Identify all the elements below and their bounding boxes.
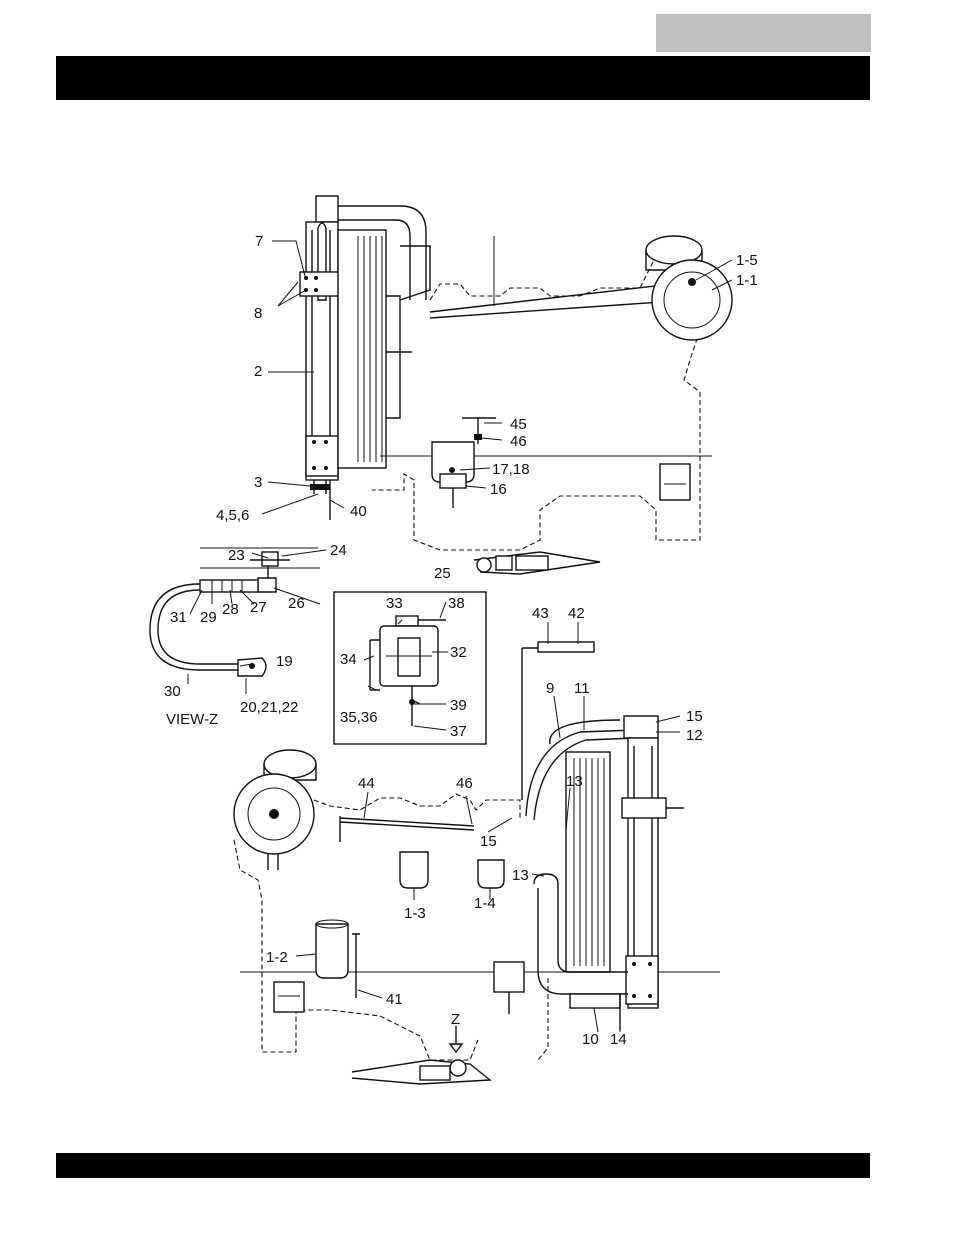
callout-38: 38 — [448, 595, 465, 612]
callout-44: 44 — [358, 775, 375, 792]
arrow-z-label: Z — [451, 1011, 460, 1028]
callout-25: 25 — [434, 565, 451, 582]
callout-13-lower: 13 — [512, 867, 529, 884]
callout-43: 43 — [532, 605, 549, 622]
callout-10: 10 — [582, 1031, 599, 1048]
callout-3: 3 — [254, 474, 262, 491]
callout-14: 14 — [610, 1031, 627, 1048]
callout-11: 11 — [574, 680, 590, 697]
callout-1-5: 1-5 — [736, 252, 758, 269]
callout-42: 42 — [568, 605, 585, 622]
callout-30: 30 — [164, 683, 181, 700]
callout-15-upper: 15 — [686, 708, 703, 725]
callout-20-21-22: 20,21,22 — [240, 699, 298, 716]
callout-9: 9 — [546, 680, 554, 697]
callout-12: 12 — [686, 727, 703, 744]
callout-labels: 7 8 2 3 4,5,6 40 1-5 1-1 45 46 17,18 16 … — [164, 233, 758, 1048]
callout-27: 27 — [250, 599, 267, 616]
callout-45: 45 — [510, 416, 527, 433]
callout-31: 31 — [170, 609, 187, 626]
callout-1-3: 1-3 — [404, 905, 426, 922]
callout-35-36: 35,36 — [340, 709, 378, 726]
callout-7: 7 — [255, 233, 263, 250]
callout-4-5-6: 4,5,6 — [216, 507, 249, 524]
callout-46-lower: 46 — [456, 775, 473, 792]
callout-39: 39 — [450, 697, 467, 714]
callout-28: 28 — [222, 601, 239, 618]
callout-23: 23 — [228, 547, 245, 564]
lower-radiator-assembly — [234, 642, 720, 1084]
callout-1-1: 1-1 — [736, 272, 758, 289]
callout-32: 32 — [450, 644, 467, 661]
callout-13-upper: 13 — [566, 773, 583, 790]
callout-26: 26 — [288, 595, 305, 612]
callout-17-18: 17,18 — [492, 461, 530, 478]
callout-29: 29 — [200, 609, 217, 626]
callout-15-lower: 15 — [480, 833, 497, 850]
callout-19: 19 — [276, 653, 293, 670]
callout-1-4: 1-4 — [474, 895, 496, 912]
callout-37: 37 — [450, 723, 467, 740]
callout-8: 8 — [254, 305, 262, 322]
callout-34: 34 — [340, 651, 357, 668]
view-z-label: VIEW-Z — [166, 711, 218, 728]
callout-2: 2 — [254, 363, 262, 380]
callout-33: 33 — [386, 595, 403, 612]
callout-1-2: 1-2 — [266, 949, 288, 966]
callout-16: 16 — [490, 481, 507, 498]
callout-41: 41 — [386, 991, 403, 1008]
callout-40: 40 — [350, 503, 367, 520]
callout-46-upper: 46 — [510, 433, 527, 450]
callout-24: 24 — [330, 542, 347, 559]
